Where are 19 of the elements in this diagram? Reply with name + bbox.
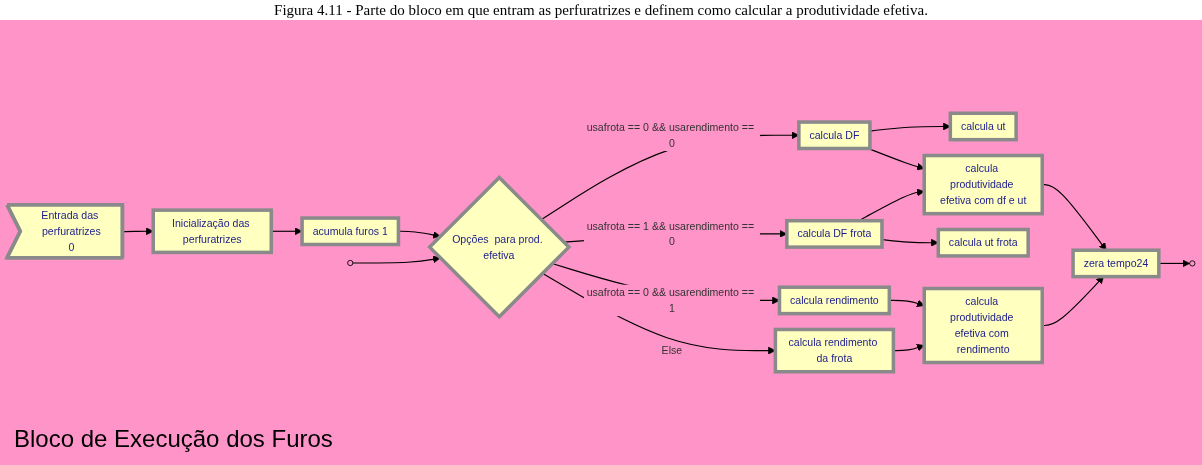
node-box: calcula DF frota (785, 218, 884, 249)
node-box: calcula rendimento (777, 285, 892, 316)
node-box: calcula produtividade efetiva com df e ut (922, 153, 1044, 216)
node-diamond: Opções para prod. efetiva (427, 175, 572, 320)
node-box: calcula produtividade efetiva com rendimento (922, 286, 1044, 365)
figure-caption: Figura 4.11 - Parte do bloco em que entram as perfuratrizes e definem como calcular a produtividade efetiva. (273, 1, 929, 20)
edge-label: Else (661, 344, 683, 357)
edge-label: usafrota == 1 && usarendimento == 0 (586, 219, 755, 248)
edge-label: usafrota == 0 && usarendimento == 0 (586, 121, 755, 150)
arrow (352, 255, 441, 264)
node-box: calcula ut frota (936, 227, 1030, 258)
node-box: calcula rendimento da frota (773, 327, 896, 374)
node-box: zera tempo24 (1071, 248, 1161, 279)
block-title: Bloco de Execução dos Furos (14, 425, 333, 453)
node-box: Inicialização das perfuratrizes (151, 208, 273, 255)
node-box: calcula ut (948, 111, 1018, 142)
node-box: calcula DF (797, 120, 872, 151)
node-box: acumula furos 1 (300, 216, 401, 247)
edge-label: usafrota == 0 && usarendimento == 1 (586, 286, 755, 315)
